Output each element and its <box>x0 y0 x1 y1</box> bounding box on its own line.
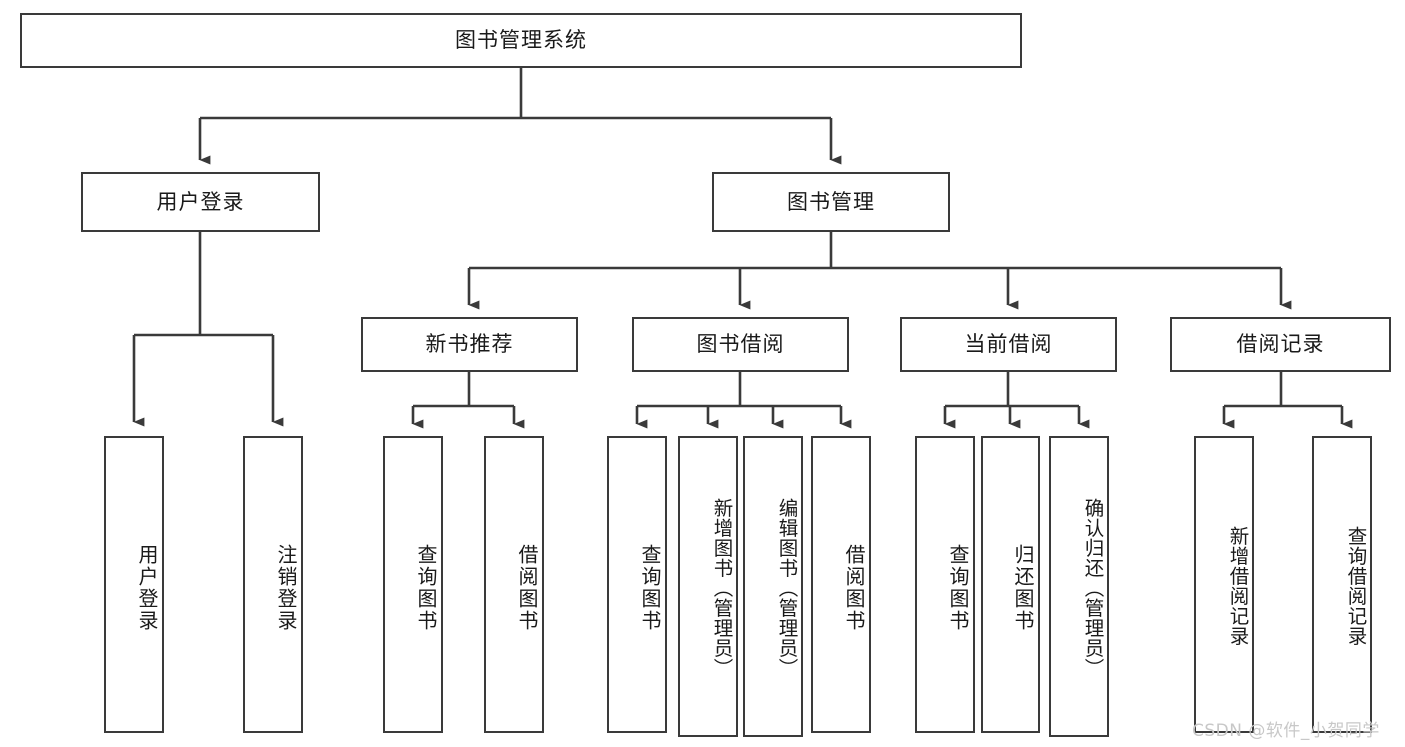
node-label: 编辑图书（管理员） <box>775 498 798 678</box>
node-label: 查询图书 <box>946 543 970 632</box>
node-book-management[interactable]: 图书管理 <box>712 172 950 232</box>
node-user-login[interactable]: 用户登录 <box>81 172 320 232</box>
node-label: 借阅图书 <box>515 543 539 632</box>
node-root[interactable]: 图书管理系统 <box>20 13 1022 68</box>
leaf-logout[interactable]: 注销登录 <box>243 436 303 733</box>
leaf-borrow-borrow-book[interactable]: 借阅图书 <box>811 436 871 733</box>
leaf-current-query-book[interactable]: 查询图书 <box>915 436 975 733</box>
node-book-borrow[interactable]: 图书借阅 <box>632 317 849 372</box>
node-label: 用户登录 <box>156 189 245 214</box>
watermark: CSDN @软件_小贺同学 <box>1192 721 1380 741</box>
node-label: 图书借阅 <box>696 332 785 356</box>
leaf-record-query[interactable]: 查询借阅记录 <box>1312 436 1372 733</box>
node-label: 新增借阅记录 <box>1226 526 1249 646</box>
node-label: 查询图书 <box>414 543 438 632</box>
node-label: 借阅图书 <box>842 543 866 632</box>
node-label: 注销登录 <box>274 543 298 632</box>
leaf-borrow-add-book[interactable]: 新增图书（管理员） <box>678 436 738 737</box>
node-new-book-recommend[interactable]: 新书推荐 <box>361 317 578 372</box>
leaf-record-add[interactable]: 新增借阅记录 <box>1194 436 1254 733</box>
node-label: 新增图书（管理员） <box>710 498 733 678</box>
node-borrow-records[interactable]: 借阅记录 <box>1170 317 1391 372</box>
node-label: 归还图书 <box>1011 543 1035 632</box>
leaf-new-book-query[interactable]: 查询图书 <box>383 436 443 733</box>
leaf-borrow-edit-book[interactable]: 编辑图书（管理员） <box>743 436 803 737</box>
leaf-user-login[interactable]: 用户登录 <box>104 436 164 733</box>
node-label: 图书管理 <box>787 189 875 214</box>
node-label: 借阅记录 <box>1236 332 1325 356</box>
node-label: 用户登录 <box>135 543 159 632</box>
leaf-borrow-query-book[interactable]: 查询图书 <box>607 436 667 733</box>
leaf-current-return-book[interactable]: 归还图书 <box>981 436 1040 733</box>
node-label: 当前借阅 <box>964 332 1053 356</box>
leaf-new-book-borrow[interactable]: 借阅图书 <box>484 436 544 733</box>
node-label: 新书推荐 <box>425 332 514 356</box>
leaf-current-confirm-return[interactable]: 确认归还（管理员） <box>1049 436 1109 737</box>
node-label: 查询图书 <box>638 543 662 632</box>
node-label: 查询借阅记录 <box>1344 526 1367 646</box>
node-current-borrow[interactable]: 当前借阅 <box>900 317 1117 372</box>
node-label: 确认归还（管理员） <box>1081 498 1104 678</box>
node-label: 图书管理系统 <box>455 28 587 52</box>
